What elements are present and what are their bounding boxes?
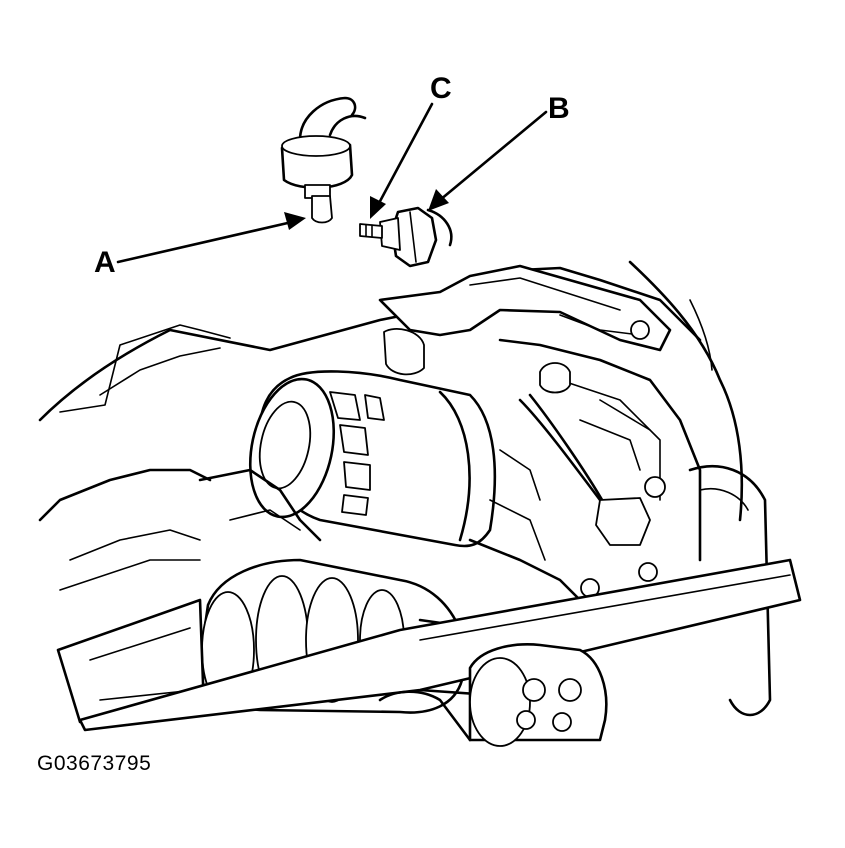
threaded-tip-part-c [359, 223, 383, 239]
crossmember [78, 558, 802, 732]
leader-line-b [428, 110, 548, 211]
hub [378, 643, 608, 747]
engine-right-detail [498, 338, 772, 717]
leader-line-c [370, 102, 434, 219]
figure-id: G03673795 [37, 752, 152, 775]
callout-label-a: A [94, 246, 116, 279]
callout-label-b: B [548, 92, 570, 125]
engine-block-outline [38, 260, 744, 591]
leader-line-a [116, 212, 306, 264]
connector-part-a [280, 96, 367, 224]
engine-lower-center [198, 449, 582, 602]
oil-filter [248, 328, 497, 548]
oil-pressure-switch-part-b [379, 206, 453, 268]
callout-label-c: C [430, 72, 452, 105]
bracket [378, 264, 672, 352]
